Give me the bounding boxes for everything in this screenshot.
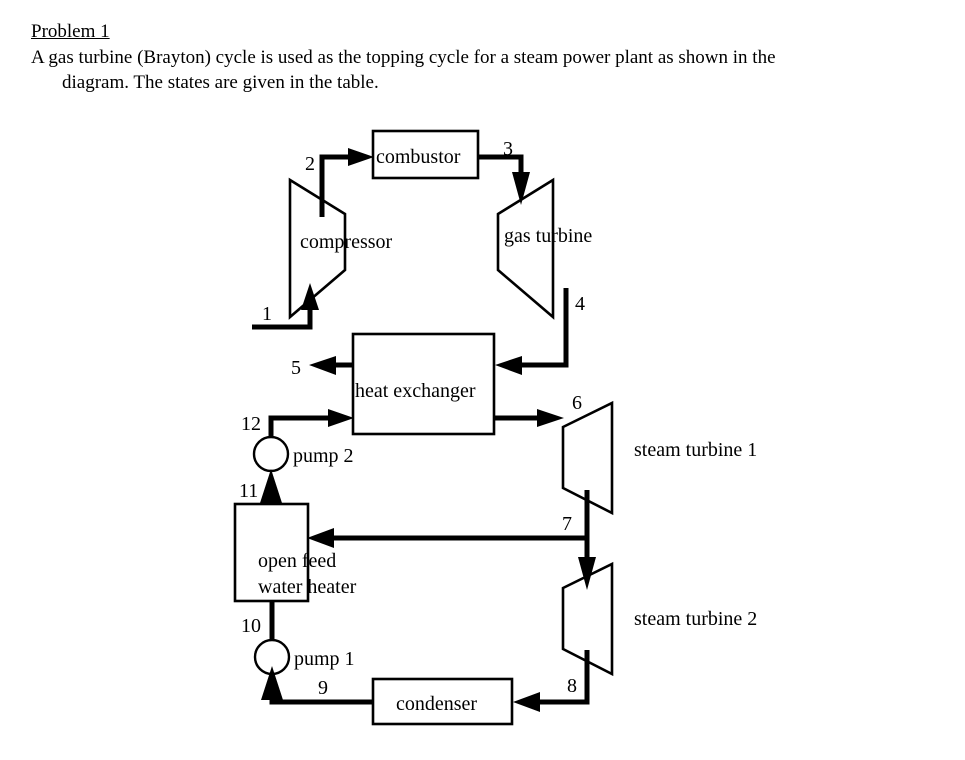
state-label-1: 1 <box>262 303 272 325</box>
combustor-label: combustor <box>376 146 461 168</box>
state-label-5: 5 <box>291 357 301 379</box>
steam-turbine-2-label: steam turbine 2 <box>634 608 757 630</box>
state-label-4: 4 <box>575 293 585 315</box>
steam-turbine-2-shape <box>561 561 614 677</box>
flow-state-8 <box>513 650 590 712</box>
steam-turbine-1-shape <box>561 400 614 516</box>
compressor-label: compressor <box>300 231 393 253</box>
compressor-shape <box>288 177 347 320</box>
condenser-box <box>371 677 514 726</box>
heat-exchanger-label: heat exchanger <box>355 380 476 402</box>
state-label-10: 10 <box>241 615 261 637</box>
pump-2-symbol <box>252 435 290 473</box>
flow-state-12 <box>268 409 354 437</box>
state-label-9: 9 <box>318 677 328 699</box>
state-label-8: 8 <box>567 675 577 697</box>
flow-state-9 <box>261 666 373 705</box>
flow-state-5 <box>309 356 353 375</box>
gas-turbine-shape <box>496 177 555 320</box>
state-label-3: 3 <box>503 138 513 160</box>
flow-state-7 <box>307 490 596 590</box>
state-label-7: 7 <box>562 513 572 535</box>
open-feed-water-heater-label-line1: open feed <box>258 550 336 572</box>
page-title: Problem 1 <box>31 21 110 42</box>
problem-statement-line-1: A gas turbine (Brayton) cycle is used as… <box>31 47 776 68</box>
flow-state-2 <box>319 148 374 217</box>
pump-1-label: pump 1 <box>294 648 355 670</box>
problem-statement: A gas turbine (Brayton) cycle is used as… <box>31 45 791 95</box>
state-label-2: 2 <box>305 153 315 175</box>
flow-state-1 <box>252 283 319 330</box>
state-label-11: 11 <box>239 480 258 502</box>
open-feed-water-heater-label-line2: water heater <box>258 576 357 598</box>
flow-state-3 <box>478 154 530 205</box>
gas-turbine-label: gas turbine <box>504 225 592 247</box>
steam-turbine-1-label: steam turbine 1 <box>634 439 757 461</box>
condenser-label: condenser <box>396 693 477 715</box>
open-feed-water-heater-box <box>233 502 310 603</box>
flow-state-11 <box>260 469 282 504</box>
flow-state-4 <box>495 288 569 375</box>
state-label-6: 6 <box>572 392 582 414</box>
pump-2-label: pump 2 <box>293 445 354 467</box>
problem-statement-line-2: diagram. The states are given in the tab… <box>62 72 379 93</box>
heat-exchanger-box <box>351 332 496 436</box>
flow-state-6 <box>494 409 564 427</box>
state-label-12: 12 <box>241 413 261 435</box>
